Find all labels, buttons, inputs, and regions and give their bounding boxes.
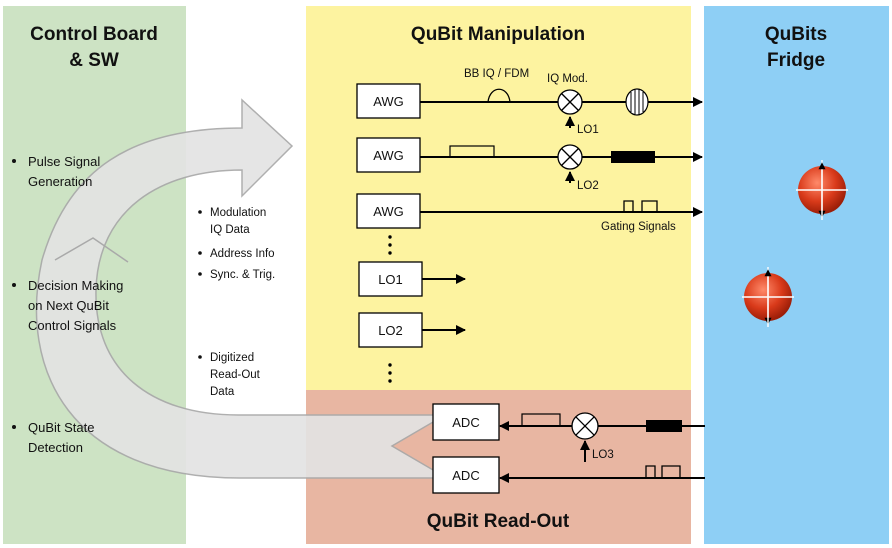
lo3-input-label: LO3 (592, 449, 614, 461)
control-bullet-3-line1: QuBit State (28, 420, 94, 435)
awg-channel-3: AWG Gating Signals (356, 193, 703, 233)
outgoing-label-1: Modulation (210, 207, 266, 219)
interface-bullet-list: Modulation IQ Data Address Info Sync. & … (198, 207, 275, 398)
lo2-block: LO2 (358, 312, 466, 348)
adc-1-label: ADC (452, 415, 479, 430)
bb-pulse-shape (487, 88, 511, 103)
outgoing-label-4: Sync. & Trig. (210, 269, 275, 281)
gating-signals-label: Gating Signals (601, 221, 676, 233)
awg-1-label: AWG (373, 94, 404, 109)
lo1-block: LO1 (358, 261, 466, 297)
readout-burst-icon (646, 420, 682, 432)
mixer-1-icon (557, 89, 583, 115)
readout-title: QuBit Read-Out (427, 511, 570, 532)
bb-iq-fdm-label: BB IQ / FDM (464, 68, 529, 80)
awg-channel-1: AWG BB IQ / FDM IQ Mod. LO1 (356, 68, 703, 136)
fridge-title-1: QuBits (765, 24, 827, 45)
qubit-sphere-1-icon (796, 160, 848, 220)
gating-pulses-shape (623, 200, 658, 212)
control-bullet-1-line2: Generation (28, 174, 92, 189)
lo1-block-label: LO1 (378, 272, 403, 287)
ellipsis-dots (388, 235, 392, 383)
manipulation-title: QuBit Manipulation (411, 24, 585, 45)
burst-block-icon (611, 151, 655, 163)
readout-rect-pulse (521, 413, 561, 427)
readout-channel-1: ADC LO3 (432, 403, 705, 462)
qubit-sphere-2-icon (742, 267, 794, 327)
readout-channel-2: ADC (432, 456, 705, 494)
iq-mod-label: IQ Mod. (547, 73, 588, 85)
modulated-pulse-icon (625, 88, 649, 116)
control-bullet-list: Pulse Signal Generation Decision Making … (12, 154, 123, 455)
fridge-title-2: Fridge (767, 50, 825, 71)
mixer-2-icon (557, 144, 583, 170)
fridge-panel (704, 6, 889, 544)
feedback-loop-arrow (35, 98, 441, 479)
control-bullet-3-line2: Detection (28, 440, 83, 455)
awg-2-label: AWG (373, 148, 404, 163)
incoming-label-3: Data (210, 386, 235, 398)
control-bullet-1-line1: Pulse Signal (28, 154, 100, 169)
readout-gating-pulses (645, 465, 681, 478)
mixer-3-icon (571, 412, 599, 440)
outgoing-label-2: IQ Data (210, 224, 250, 236)
control-bullet-2-line1: Decision Making (28, 278, 123, 293)
lo2-block-label: LO2 (378, 323, 403, 338)
lo1-input-label: LO1 (577, 124, 599, 136)
control-board-title-2: & SW (69, 50, 119, 71)
adc-2-label: ADC (452, 468, 479, 483)
rect-pulse-shape (449, 145, 495, 158)
control-bullet-2-line2: on Next QuBit (28, 298, 109, 313)
awg-channel-2: AWG LO2 (356, 137, 703, 192)
incoming-label-2: Read-Out (210, 369, 261, 381)
incoming-label-1: Digitized (210, 352, 254, 364)
awg-3-label: AWG (373, 204, 404, 219)
control-bullet-2-line3: Control Signals (28, 318, 117, 333)
lo2-input-label: LO2 (577, 180, 599, 192)
outgoing-label-3: Address Info (210, 248, 275, 260)
control-board-title-1: Control Board (30, 24, 158, 45)
